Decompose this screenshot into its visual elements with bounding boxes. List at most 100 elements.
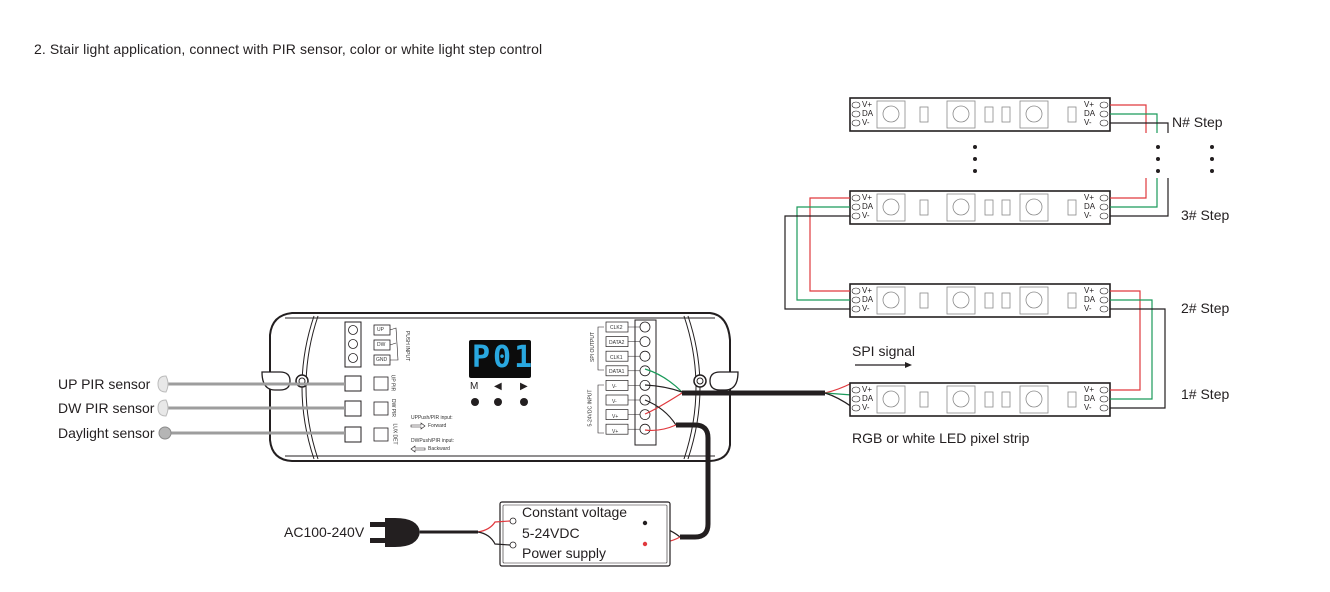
sensor-cables	[157, 375, 345, 440]
strip-pin-label: DA	[1084, 394, 1096, 403]
solder-pad	[1099, 212, 1109, 220]
strip-pin-label: V+	[862, 385, 873, 394]
ellipsis-dot	[1210, 169, 1214, 173]
push-input-label: PUSH INPUT	[404, 330, 411, 362]
strip-pin-label: V-	[862, 211, 870, 220]
led-chip-icon	[876, 286, 906, 315]
solder-pad	[851, 296, 861, 304]
step-wire	[784, 215, 850, 310]
up-pir-sensor-icon	[157, 375, 169, 393]
dw-pir-sensor-icon	[157, 399, 169, 417]
strip-pin-label: V-	[1084, 304, 1092, 313]
ellipsis-dot	[973, 145, 977, 149]
resistor-icon	[1001, 292, 1011, 309]
led-strip	[849, 97, 1111, 132]
dw-direction: Backward	[428, 446, 450, 452]
step-wire	[1110, 290, 1141, 391]
solder-pad	[851, 395, 861, 403]
solder-pad	[851, 212, 861, 220]
resistor-icon	[1001, 391, 1011, 408]
up-input-note: UPPush/PIR input:	[411, 415, 453, 421]
strip-pin-label: DA	[1084, 109, 1096, 118]
terminal-dw: DW	[377, 342, 386, 348]
strip-pin-label: V-	[1084, 211, 1092, 220]
ellipsis-dot	[1210, 157, 1214, 161]
port-label-lux-det: LUX DET	[391, 423, 398, 445]
terminal-screw	[639, 423, 651, 435]
step-wire	[1110, 178, 1169, 217]
led-strips	[849, 97, 1111, 417]
terminal-label-box	[605, 380, 629, 391]
ellipsis-dot	[1156, 169, 1160, 173]
terminal-data2: DATA2	[609, 340, 625, 346]
solder-pad	[851, 404, 861, 412]
ellipsis-dot	[1210, 145, 1214, 149]
strip-pin-label: V+	[1084, 193, 1095, 202]
solder-pad	[851, 119, 861, 127]
led-chip-icon	[946, 193, 976, 222]
solder-pad	[851, 101, 861, 109]
psu-line-3: Power supply	[522, 545, 607, 561]
strip-pin-label: V+	[1084, 100, 1095, 109]
resistor-icon	[919, 106, 929, 123]
terminal-label-box	[605, 394, 629, 406]
ac-plug-icon	[385, 518, 420, 547]
m-button-label[interactable]: M	[470, 381, 479, 392]
psu-line-1: Constant voltage	[522, 504, 628, 520]
terminal-clk2: CLK2	[610, 325, 623, 331]
strip-pin-label: V+	[1084, 286, 1095, 295]
strip-pin-label: V-	[862, 304, 870, 313]
psu-line-2: 5-24VDC	[522, 525, 580, 541]
terminal-clk1: CLK1	[610, 355, 623, 361]
right-button	[520, 398, 528, 406]
resistor-icon	[1067, 391, 1077, 408]
step-wire	[1110, 104, 1147, 133]
step-wire	[1110, 178, 1158, 208]
solder-pad	[1099, 203, 1109, 211]
terminal-screw	[639, 350, 651, 362]
forward-arrow-icon	[410, 422, 426, 430]
strip-pin-label: V+	[862, 286, 873, 295]
ac-input-label: AC100-240V	[284, 524, 365, 540]
strip-pin-label: DA	[862, 109, 874, 118]
led-chip-icon	[1019, 100, 1049, 129]
led-chip-icon	[876, 193, 906, 222]
strip-pin-label: V-	[1084, 403, 1092, 412]
resistor-icon	[919, 292, 929, 309]
sensor-label-dw-pir: DW PIR sensor	[58, 400, 155, 416]
solder-pad	[851, 305, 861, 313]
step-label-1: 1# Step	[1181, 386, 1230, 402]
strip-pin-label: V+	[862, 193, 873, 202]
resistor-icon	[984, 199, 994, 216]
resistor-icon	[1067, 106, 1077, 123]
resistor-icon	[919, 391, 929, 408]
terminal-vminus-1: V-	[612, 384, 617, 390]
up-pir-port	[344, 375, 362, 392]
left-button-label[interactable]: ◀	[494, 381, 502, 392]
ellipsis-dots	[973, 145, 1214, 173]
strip-pin-label: V-	[1084, 118, 1092, 127]
ellipsis-dot	[1156, 145, 1160, 149]
led-chip-icon	[946, 286, 976, 315]
led-chip-icon	[876, 100, 906, 129]
left-button	[494, 398, 502, 406]
resistor-icon	[984, 106, 994, 123]
led-chip-icon	[1019, 385, 1049, 414]
resistor-icon	[1001, 199, 1011, 216]
led-strip	[849, 283, 1111, 318]
ellipsis-dot	[973, 169, 977, 173]
led-chip-icon	[1019, 286, 1049, 315]
right-button-label[interactable]: ▶	[520, 381, 528, 392]
daylight-sensor-icon	[158, 426, 172, 440]
port-label-dw-pir: DW PIR	[390, 398, 397, 418]
resistor-icon	[984, 292, 994, 309]
solder-pad	[1099, 110, 1109, 118]
sensor-label-up-pir: UP PIR sensor	[58, 376, 151, 392]
terminal-screw	[639, 409, 651, 421]
solder-pad	[1099, 194, 1109, 202]
solder-pad	[1099, 287, 1109, 295]
step-wire	[1110, 113, 1158, 133]
strip-pin-label: V+	[1084, 385, 1095, 394]
resistor-icon	[1067, 199, 1077, 216]
up-direction: Forward	[428, 423, 447, 429]
